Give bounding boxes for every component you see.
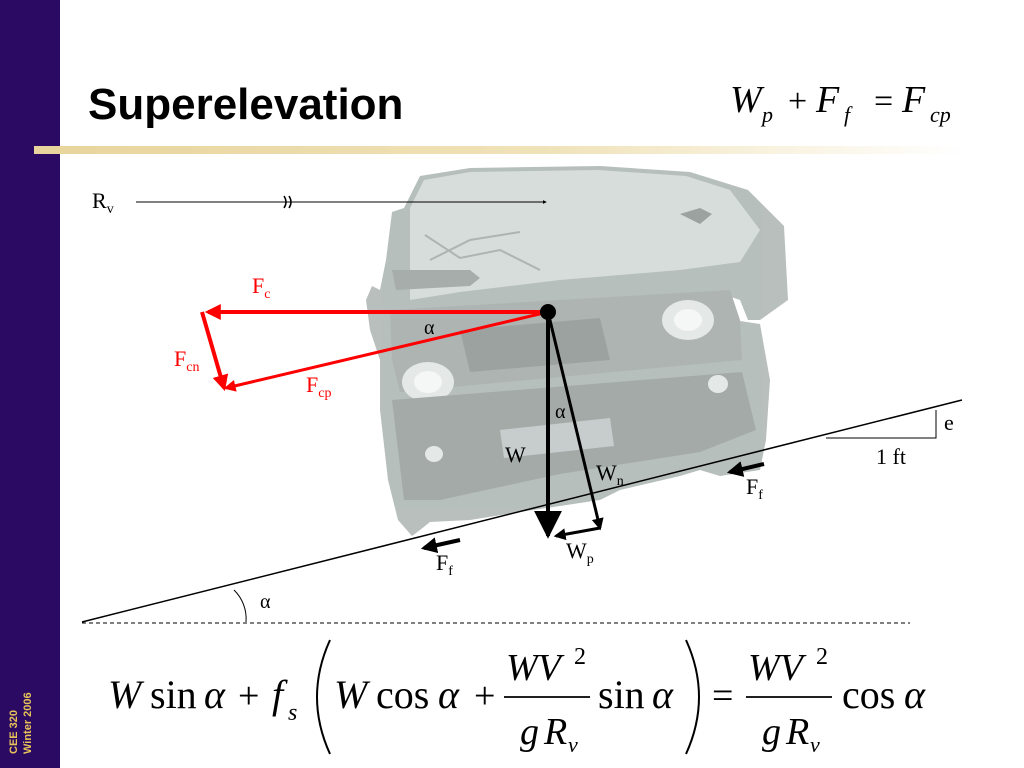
rv-label: Rv [92, 188, 114, 217]
svg-text:p: p [760, 102, 773, 127]
svg-text:s: s [288, 700, 297, 726]
force-balance-equation: W p + F f = F cp [730, 79, 951, 127]
svg-text:2: 2 [574, 644, 586, 670]
svg-text:α: α [904, 672, 926, 717]
svg-text:v: v [568, 732, 578, 757]
break-symbol [283, 195, 292, 209]
svg-text:cp: cp [930, 102, 951, 127]
svg-text:F: F [901, 79, 926, 121]
svg-text:f: f [272, 672, 288, 717]
svg-text:sin: sin [150, 672, 197, 717]
svg-text:R: R [785, 711, 809, 753]
alpha-label-road: α [260, 591, 271, 613]
svg-text:W: W [334, 672, 371, 717]
svg-text:cos: cos [842, 672, 895, 717]
wn-label: Wn [596, 460, 624, 489]
sidebar: CEE 320 Winter 2006 [0, 0, 60, 768]
alpha-label-top: α [424, 317, 435, 339]
fcn-arrow [200, 311, 229, 392]
ff-label-left: Ff [436, 550, 453, 579]
fcn-label: Fcn [174, 346, 199, 375]
svg-text:R: R [543, 711, 567, 753]
svg-text:W: W [730, 79, 765, 121]
svg-text:g: g [520, 711, 539, 753]
one-ft-label: 1 ft [876, 444, 906, 469]
wn-arrow [546, 311, 604, 531]
svg-text:α: α [204, 672, 226, 717]
vehicle-photo [366, 166, 788, 536]
svg-text:F: F [815, 79, 840, 121]
slope-triangle [826, 410, 937, 439]
road-incline-line [81, 399, 963, 623]
page-title: Superelevation [88, 80, 404, 129]
svg-text:=: = [712, 675, 733, 717]
svg-text:2: 2 [816, 644, 828, 670]
e-label: e [944, 410, 954, 435]
fcp-label: Fcp [306, 372, 331, 401]
svg-text:=: = [874, 83, 893, 120]
svg-text:+: + [474, 675, 495, 717]
ff-label-right: Ff [746, 474, 763, 503]
wp-arrow [553, 526, 601, 541]
fcp-arrow [223, 310, 549, 392]
ff-arrow-left [420, 537, 461, 554]
svg-text:α: α [652, 672, 674, 717]
svg-text:cos: cos [376, 672, 429, 717]
w-label: W [505, 442, 526, 467]
svg-text:WV: WV [748, 647, 807, 689]
svg-text:+: + [238, 675, 259, 717]
svg-text:W: W [108, 672, 145, 717]
svg-text:+: + [788, 83, 807, 120]
svg-text:g: g [762, 711, 781, 753]
title-rule [34, 146, 964, 154]
ff-arrow-right [726, 461, 765, 477]
svg-text:α: α [438, 672, 460, 717]
svg-text:WV: WV [506, 647, 565, 689]
superelevation-equation: W sin α + f s W cos α + WV 2 g R v sin α… [108, 639, 926, 757]
fc-label: Fc [252, 273, 270, 302]
svg-text:v: v [810, 732, 820, 757]
svg-text:sin: sin [598, 672, 645, 717]
alpha-label-mid: α [555, 401, 566, 423]
svg-text:f: f [844, 102, 853, 127]
wp-label: Wp [566, 538, 594, 567]
alpha-angle-arc [233, 589, 247, 623]
